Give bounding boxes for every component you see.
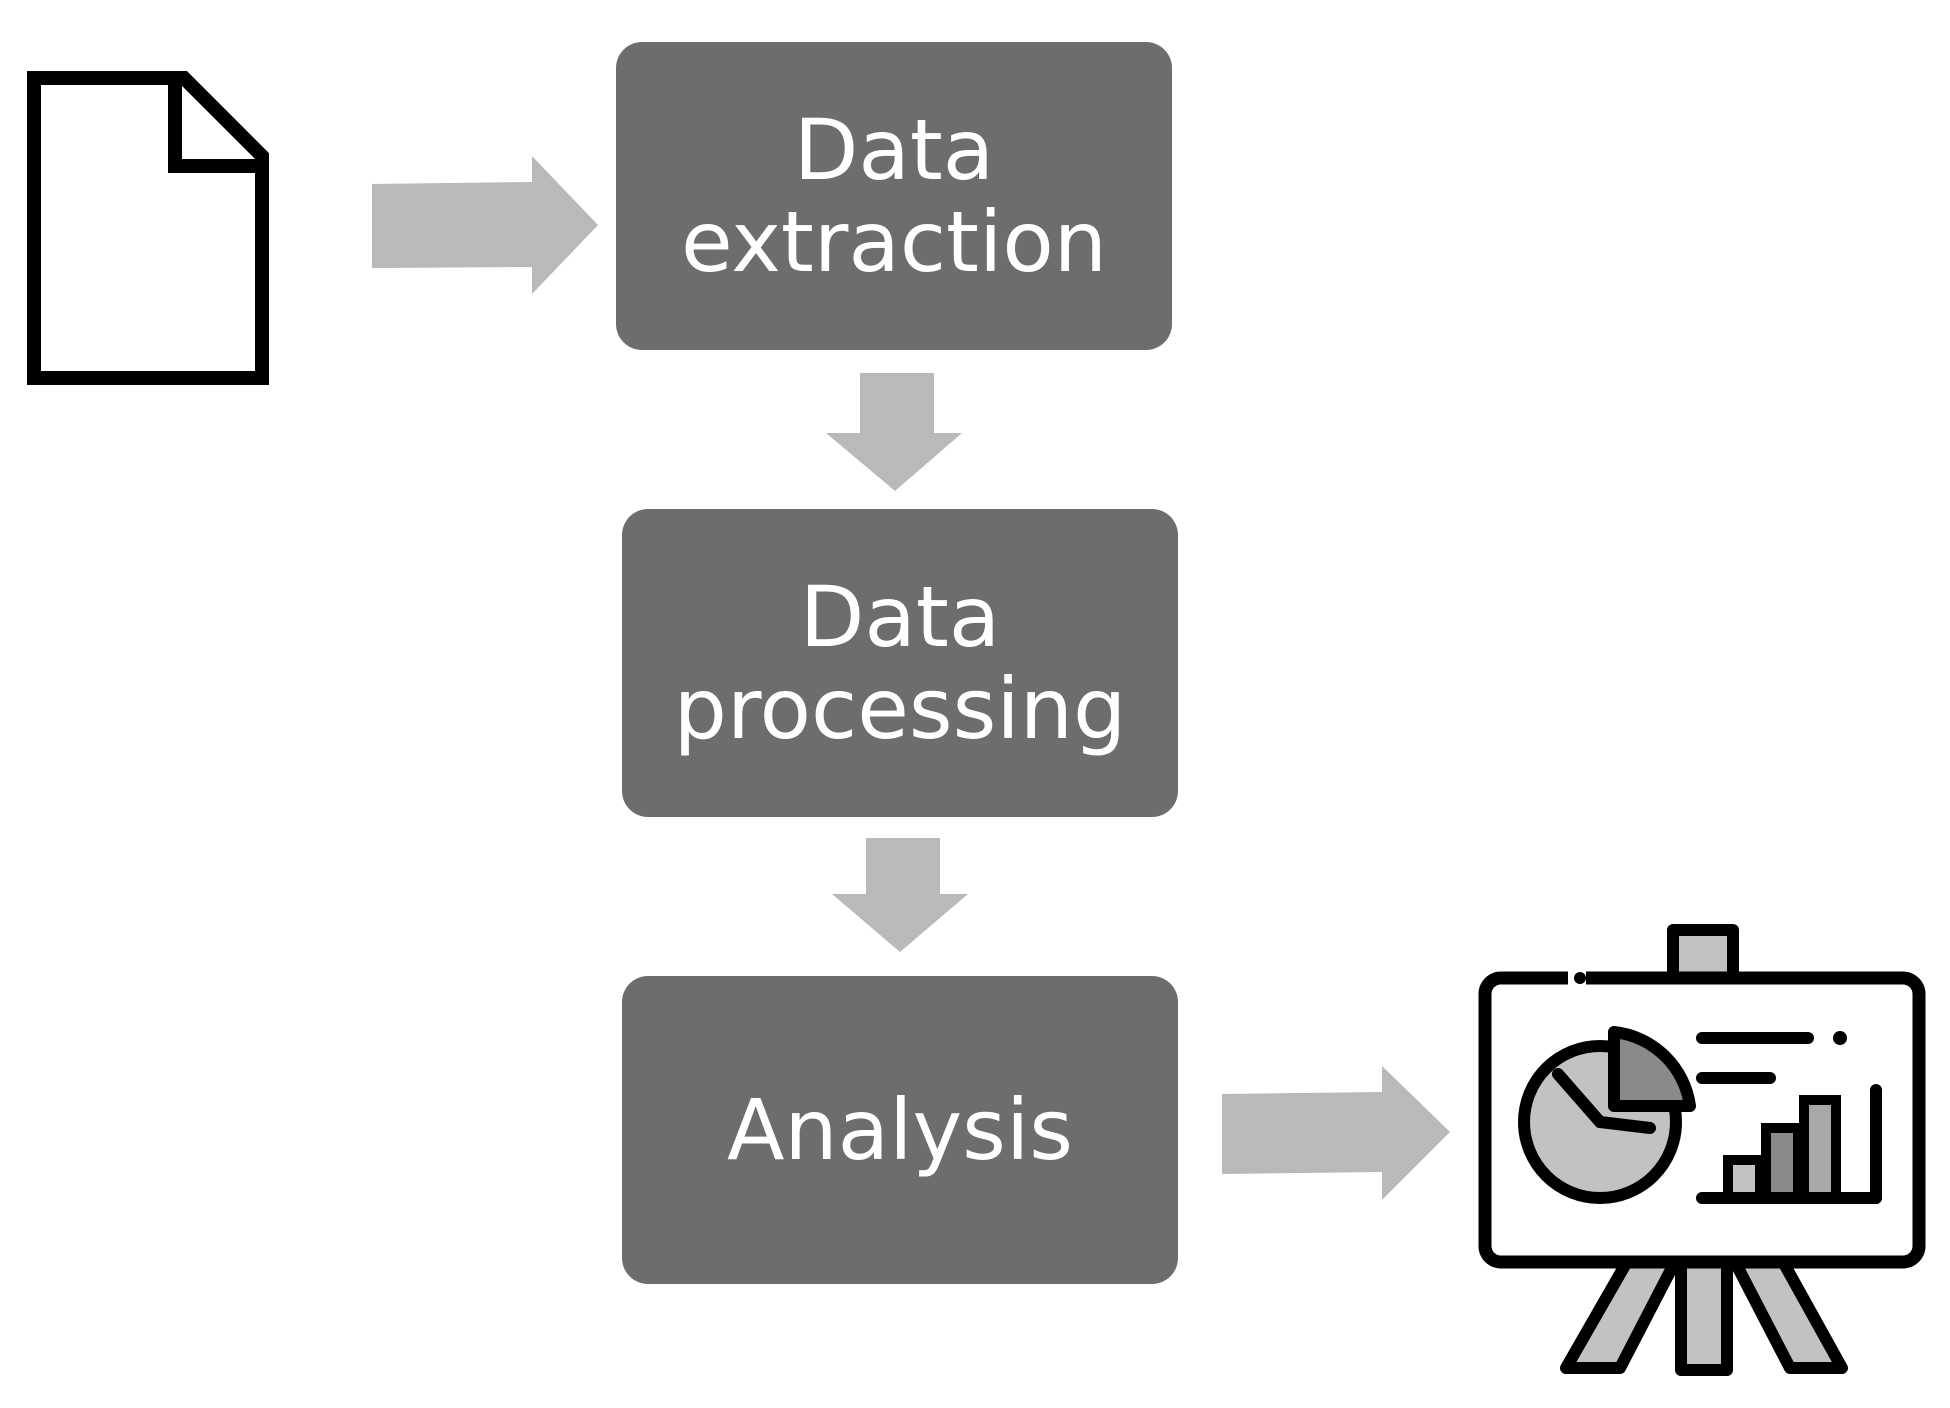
data-extraction-box: Data extraction [616, 42, 1172, 350]
bar-chart-icon [1696, 1084, 1882, 1204]
analysis-label: Analysis [726, 1080, 1074, 1179]
pie-chart-icon [1518, 1026, 1696, 1204]
data-processing-box: Data processing [622, 509, 1178, 817]
arrow-right-icon [1222, 1066, 1450, 1200]
document-icon [27, 71, 269, 385]
analysis-box: Analysis [622, 976, 1178, 1284]
data-extraction-label: Data extraction [681, 100, 1107, 291]
presentation-board-icon [1478, 924, 1926, 1376]
arrow-right-icon [372, 156, 598, 294]
data-processing-label: Data processing [673, 567, 1127, 758]
arrow-down-icon [832, 838, 968, 952]
arrow-down-icon [826, 373, 962, 491]
